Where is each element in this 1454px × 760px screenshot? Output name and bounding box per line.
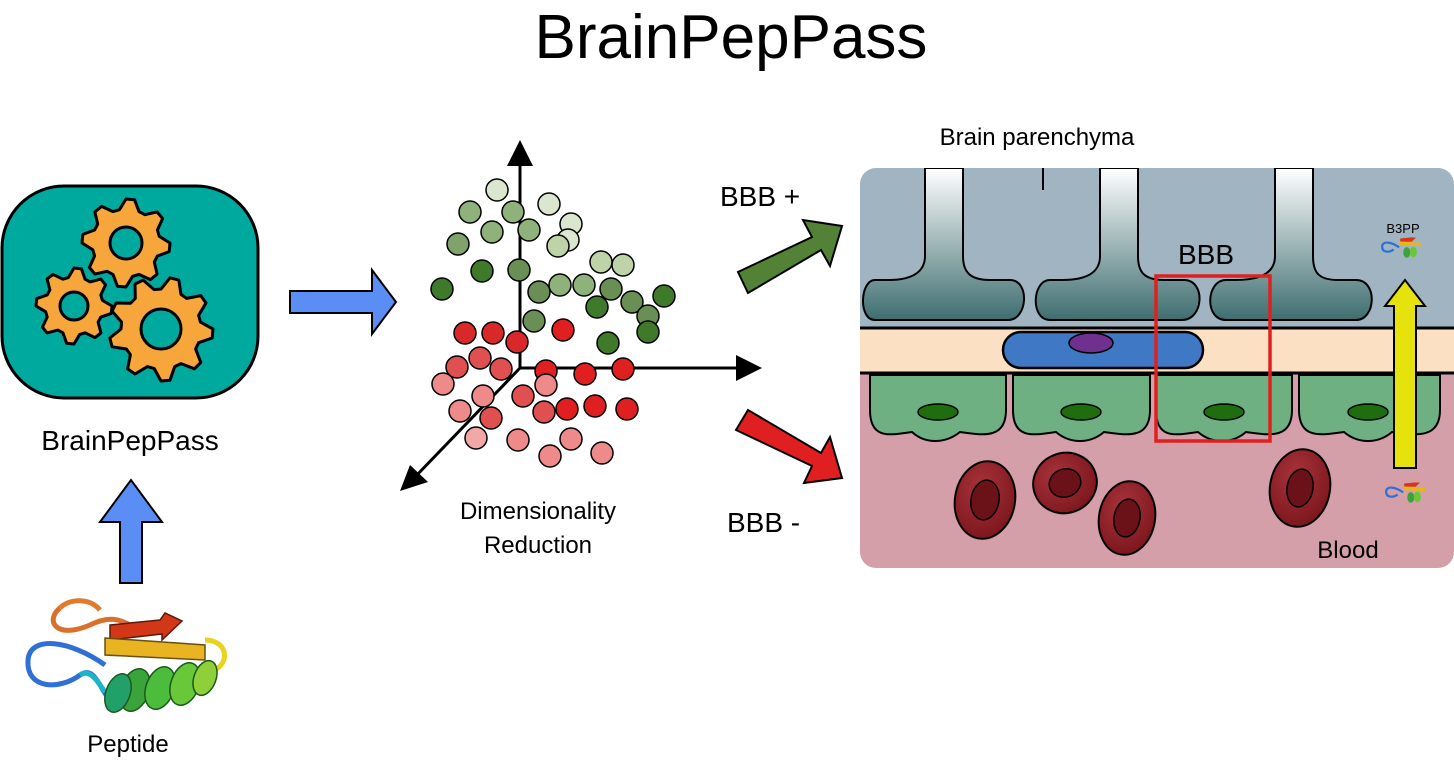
peptide-ribbon-icon xyxy=(1385,482,1426,503)
scatter-point xyxy=(652,284,676,308)
bbb-plus-arrow xyxy=(736,218,844,295)
bbb-minus-label: BBB - xyxy=(727,507,800,538)
scatter-point xyxy=(620,290,644,314)
scatter-point xyxy=(546,234,570,258)
scatter-point xyxy=(507,258,531,282)
scatter-point xyxy=(537,192,561,216)
pericyte xyxy=(1001,330,1205,370)
scatter-points xyxy=(430,178,676,468)
endothelial-cell xyxy=(869,374,1007,442)
page-title: BrainPepPass xyxy=(535,3,928,72)
astrocyte-foot xyxy=(1034,168,1201,321)
bbb-minus-arrow xyxy=(734,408,844,485)
blood-label: Blood xyxy=(1317,537,1378,564)
tool-label: BrainPepPass xyxy=(41,425,218,456)
endothelial-cell xyxy=(1298,374,1441,442)
scatter-point xyxy=(551,318,575,342)
scatter-point xyxy=(636,320,660,344)
scatter-point xyxy=(470,259,494,283)
scatter-point xyxy=(446,232,470,256)
scatter-point xyxy=(559,427,583,451)
scatter-point xyxy=(532,400,556,424)
scatter-point xyxy=(590,441,614,465)
gear-icon xyxy=(34,266,114,346)
scatter-point xyxy=(527,280,551,304)
scatter-point xyxy=(596,331,620,355)
scatter-point xyxy=(517,218,541,242)
scatter-point xyxy=(548,273,572,297)
scatter-point xyxy=(615,397,639,421)
scatter-point xyxy=(505,330,529,354)
scatter-point xyxy=(480,220,504,244)
scatter-point xyxy=(485,178,509,202)
scatter-point xyxy=(511,384,535,408)
scatter-point xyxy=(611,253,635,277)
dr-label-line1: Dimensionality xyxy=(460,498,616,525)
astrocyte-foot xyxy=(862,168,1025,321)
dr-label-line2: Reduction xyxy=(484,532,592,559)
red-blood-cell-icon xyxy=(1032,451,1098,515)
bbb-label: BBB xyxy=(1178,239,1234,270)
scatter-point xyxy=(583,394,607,418)
peptide-ribbon-icon xyxy=(25,598,228,713)
scatter-point xyxy=(468,346,492,370)
bbb-highlight-box xyxy=(1154,274,1272,443)
endothelial-cell xyxy=(1012,374,1151,442)
scatter-point xyxy=(506,428,530,452)
peptide-ribbon-icon xyxy=(1381,237,1422,258)
brain-parenchyma-label: Brain parenchyma xyxy=(940,124,1135,151)
red-blood-cell-icon xyxy=(953,460,1017,540)
endothelial-cell xyxy=(1155,374,1293,442)
scatter-point xyxy=(501,200,525,224)
right-arrow xyxy=(289,267,398,337)
scatter-point xyxy=(464,426,488,450)
astrocyte-foot xyxy=(1209,168,1373,321)
scatter-point xyxy=(611,357,635,381)
scatter-point xyxy=(572,273,596,297)
bbb-plus-label: BBB + xyxy=(720,181,800,212)
transport-arrow xyxy=(1382,278,1428,469)
scatter-point xyxy=(534,373,558,397)
gear-icon xyxy=(80,197,172,289)
scatter-point xyxy=(430,277,454,301)
red-blood-cell-icon xyxy=(1268,448,1332,528)
scatter-point xyxy=(573,362,597,386)
scatter-point xyxy=(471,384,495,408)
up-arrow xyxy=(98,478,164,584)
scatter-point xyxy=(453,321,477,345)
scatter-point xyxy=(589,250,613,274)
red-blood-cell-icon xyxy=(1097,480,1157,556)
scatter-point xyxy=(522,309,546,333)
b3pp-label: B3PP xyxy=(1386,221,1419,236)
scatter-point xyxy=(479,406,503,430)
scatter-point xyxy=(489,357,513,381)
scatter-point xyxy=(458,200,482,224)
gear-icon xyxy=(108,276,215,383)
scatter-point xyxy=(445,355,469,379)
peptide-label: Peptide xyxy=(87,731,168,758)
tool-box xyxy=(0,184,260,400)
bbb-panel: BBB B3PP Blood xyxy=(860,168,1454,568)
scatter-point xyxy=(585,295,609,319)
scatter-point xyxy=(431,372,455,396)
scatter-point xyxy=(599,277,623,301)
scatter-point xyxy=(555,397,579,421)
scatter-point xyxy=(538,444,562,468)
scatter-point xyxy=(448,399,472,423)
scatter-point xyxy=(481,321,505,345)
